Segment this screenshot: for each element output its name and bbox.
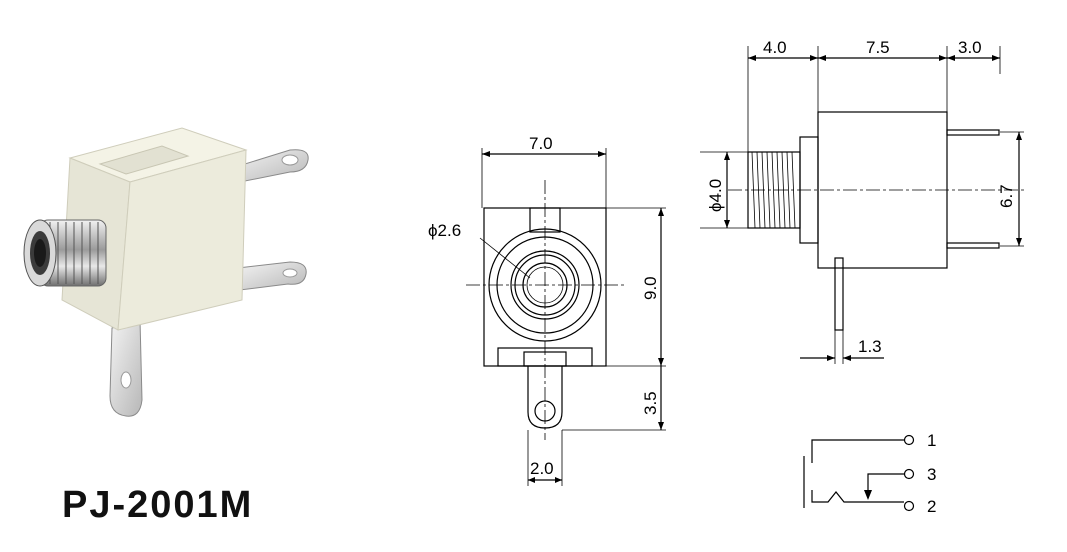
bottom-solder-lug: [109, 319, 143, 417]
front-hole-label: ϕ2.6: [428, 221, 461, 240]
front-width-label: 7.0: [529, 134, 553, 153]
schematic-diagram: 1 3 2: [803, 431, 936, 516]
front-height-label: 9.0: [641, 276, 660, 300]
front-view-drawing: 7.0 ϕ2.6 9.0 3.5: [428, 134, 666, 486]
model-title: PJ-2001M: [62, 484, 253, 526]
side-dim-b-label: 7.5: [866, 38, 890, 57]
threaded-barrel: [23, 219, 107, 287]
front-lug-width-label: 2.0: [530, 459, 554, 478]
side-thread-label: ϕ4.0: [706, 179, 725, 212]
jack-body-side: [117, 149, 247, 331]
schematic-pin-1: 1: [927, 431, 936, 450]
side-dim-a-label: 4.0: [763, 38, 787, 57]
side-pin-offset-label: 1.3: [858, 337, 882, 356]
middle-solder-lug: [237, 261, 307, 291]
schematic-pin-3: 3: [927, 465, 936, 484]
schematic-pin-2: 2: [927, 497, 936, 516]
product-photo: PJ-2001M: [23, 127, 309, 526]
side-pin-spacing-label: 6.7: [997, 184, 1016, 208]
front-lug-height-label: 3.5: [641, 391, 660, 415]
side-view-drawing: 4.0 7.5 3.0 ϕ4.0 6.7: [700, 38, 1026, 364]
side-dim-c-label: 3.0: [958, 38, 982, 57]
